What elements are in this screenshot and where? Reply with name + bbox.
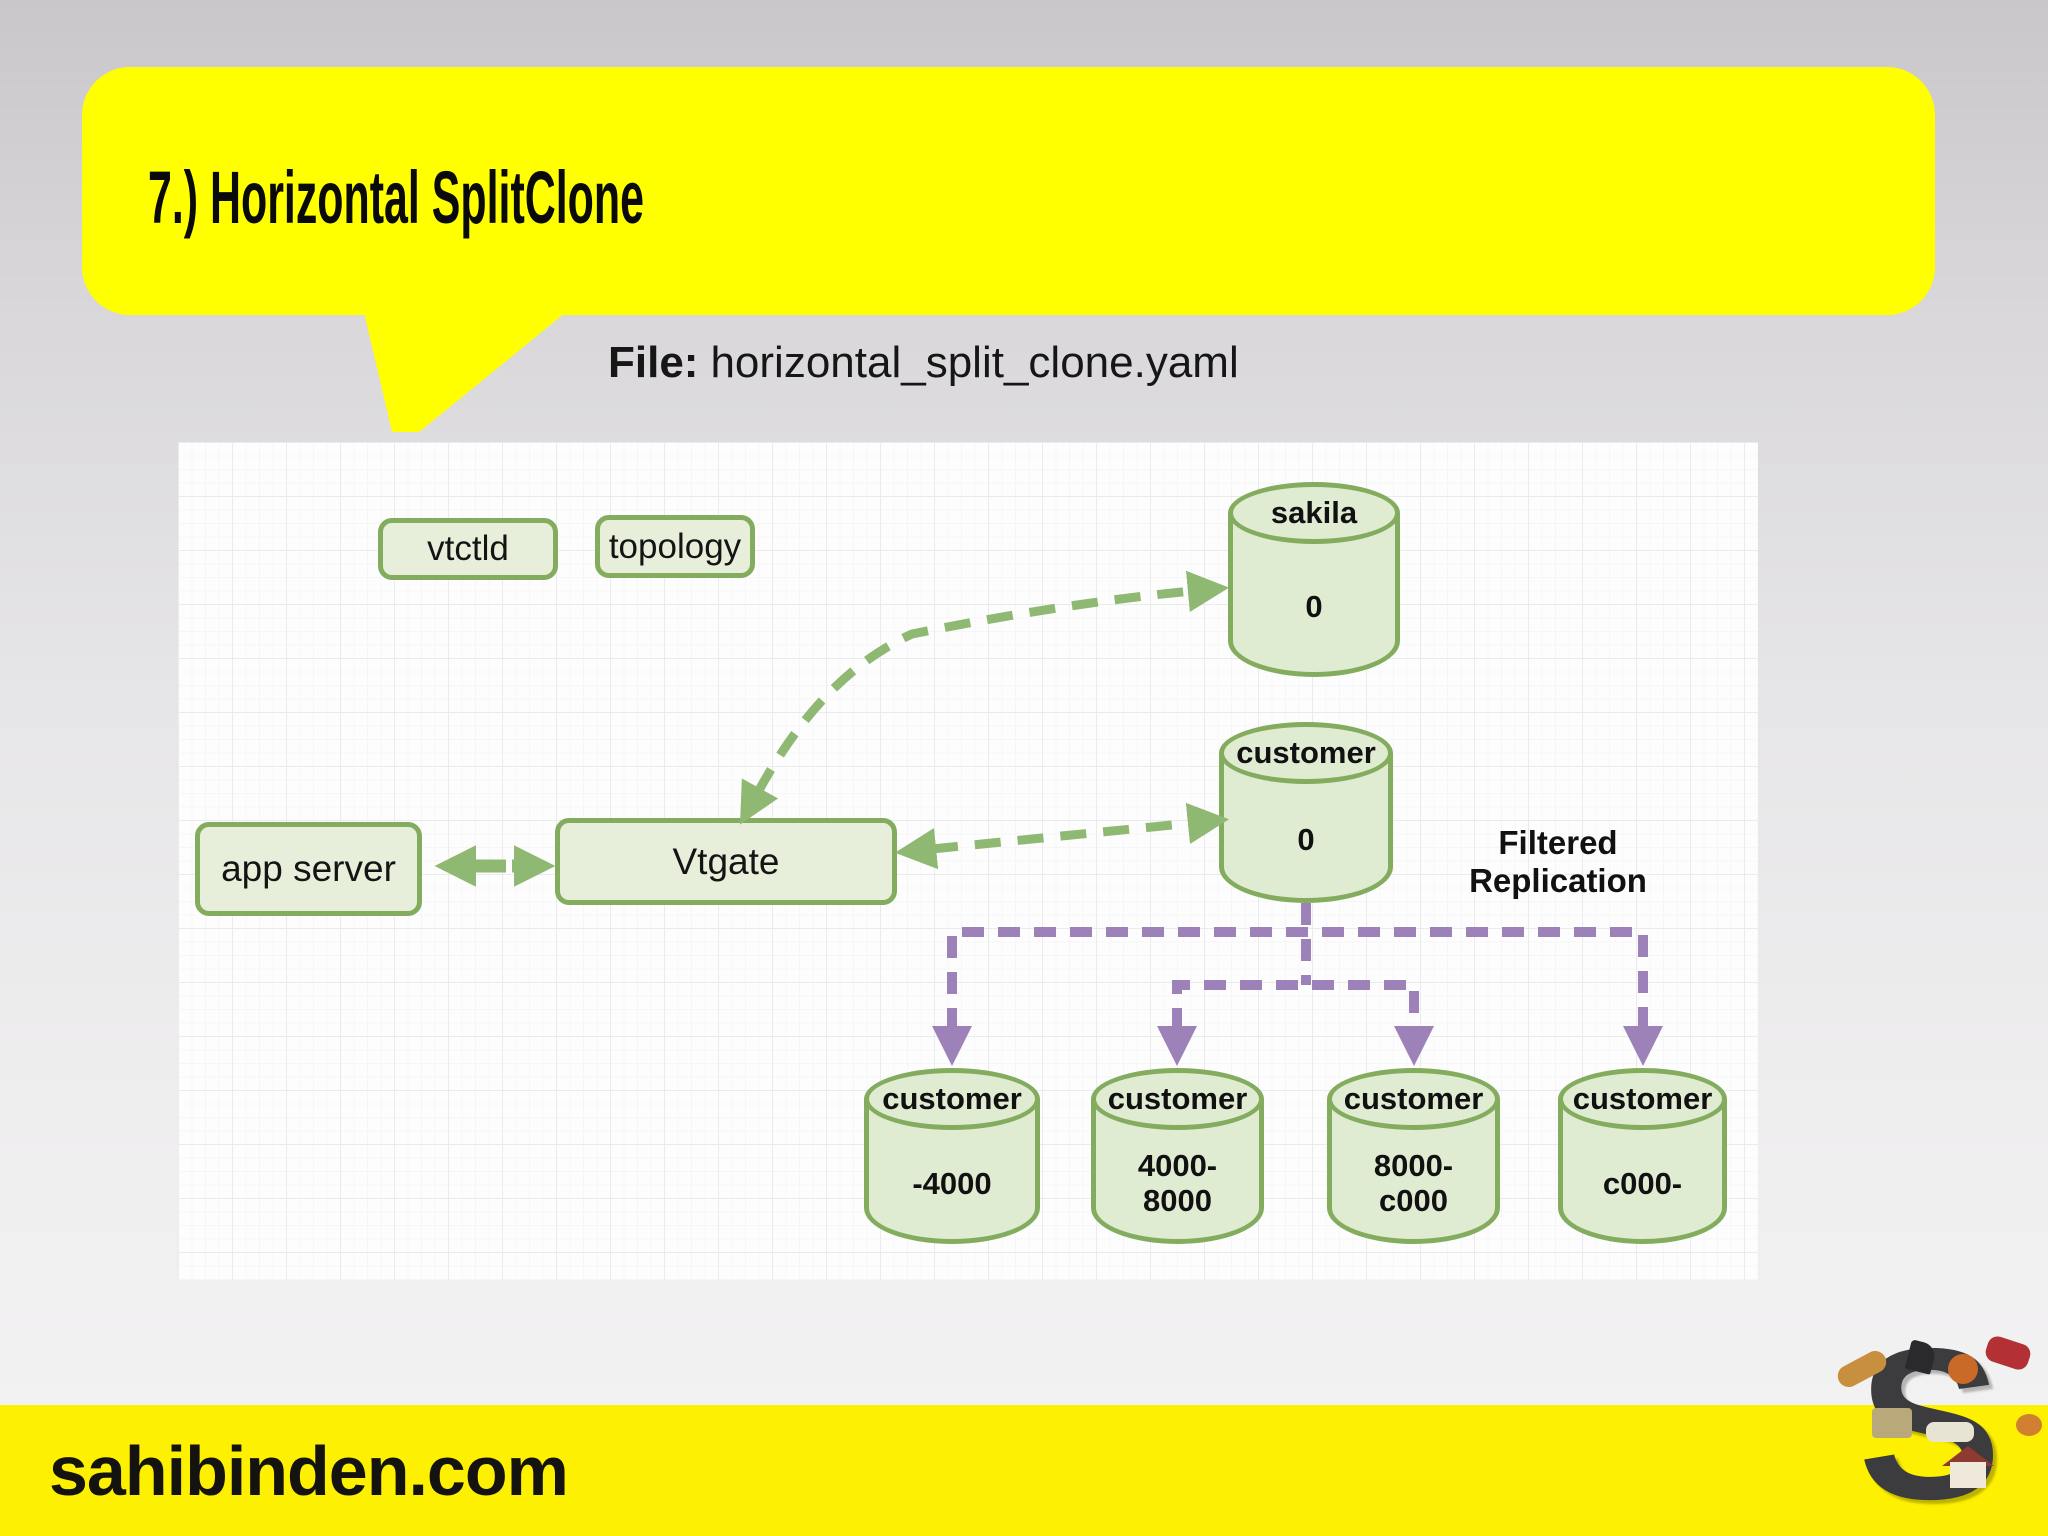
shard-cylinder: customer 4000- 8000	[1091, 1068, 1264, 1244]
node-topology: topology	[595, 515, 755, 578]
title-bubble: 7.) Horizontal SplitClone	[82, 67, 1935, 315]
house-roof-icon	[1942, 1446, 1994, 1466]
shard-name: customer	[1327, 1068, 1500, 1130]
node-vtgate-label: Vtgate	[672, 840, 780, 882]
chair-icon	[1872, 1408, 1912, 1438]
database-cylinder-customer: customer 0	[1219, 722, 1393, 903]
node-vtgate: Vtgate	[555, 818, 897, 905]
shard-cylinder: customer -4000	[864, 1068, 1040, 1244]
database-name: sakila	[1228, 482, 1400, 544]
node-vtctld: vtctld	[378, 518, 558, 580]
file-reference: File:horizontal_split_clone.yaml	[608, 338, 1239, 388]
title-bubble-tail	[363, 308, 571, 432]
car-icon	[1926, 1422, 1974, 1442]
shard-cylinder: customer 8000- c000	[1327, 1068, 1500, 1244]
teapot-icon	[2016, 1414, 2042, 1436]
node-app-server: app server	[195, 822, 422, 916]
file-label: File:	[608, 338, 699, 387]
file-name: horizontal_split_clone.yaml	[710, 338, 1239, 387]
footer-bar: sahibinden.com	[0, 1405, 2048, 1536]
shard-name: customer	[864, 1068, 1040, 1130]
shard-cylinder: customer c000-	[1558, 1068, 1727, 1244]
shard-name: customer	[1091, 1068, 1264, 1130]
shard-name: customer	[1558, 1068, 1727, 1130]
sahibinden-s-logo: S	[1830, 1303, 2048, 1536]
brand-logo-text: sahibinden.com	[49, 1431, 569, 1510]
node-app-server-label: app server	[221, 848, 396, 889]
basketball-icon	[1948, 1354, 1978, 1384]
page-title: 7.) Horizontal SplitClone	[148, 156, 644, 239]
architecture-diagram: vtctld topology app server Vtgate sakila…	[178, 442, 1758, 1280]
database-cylinder-sakila: sakila 0	[1228, 482, 1400, 677]
node-topology-label: topology	[608, 526, 742, 566]
house-icon	[1950, 1462, 1986, 1488]
node-vtctld-label: vtctld	[427, 529, 509, 568]
filtered-replication-label: Filtered Replication	[1469, 824, 1647, 899]
database-name: customer	[1219, 722, 1393, 784]
